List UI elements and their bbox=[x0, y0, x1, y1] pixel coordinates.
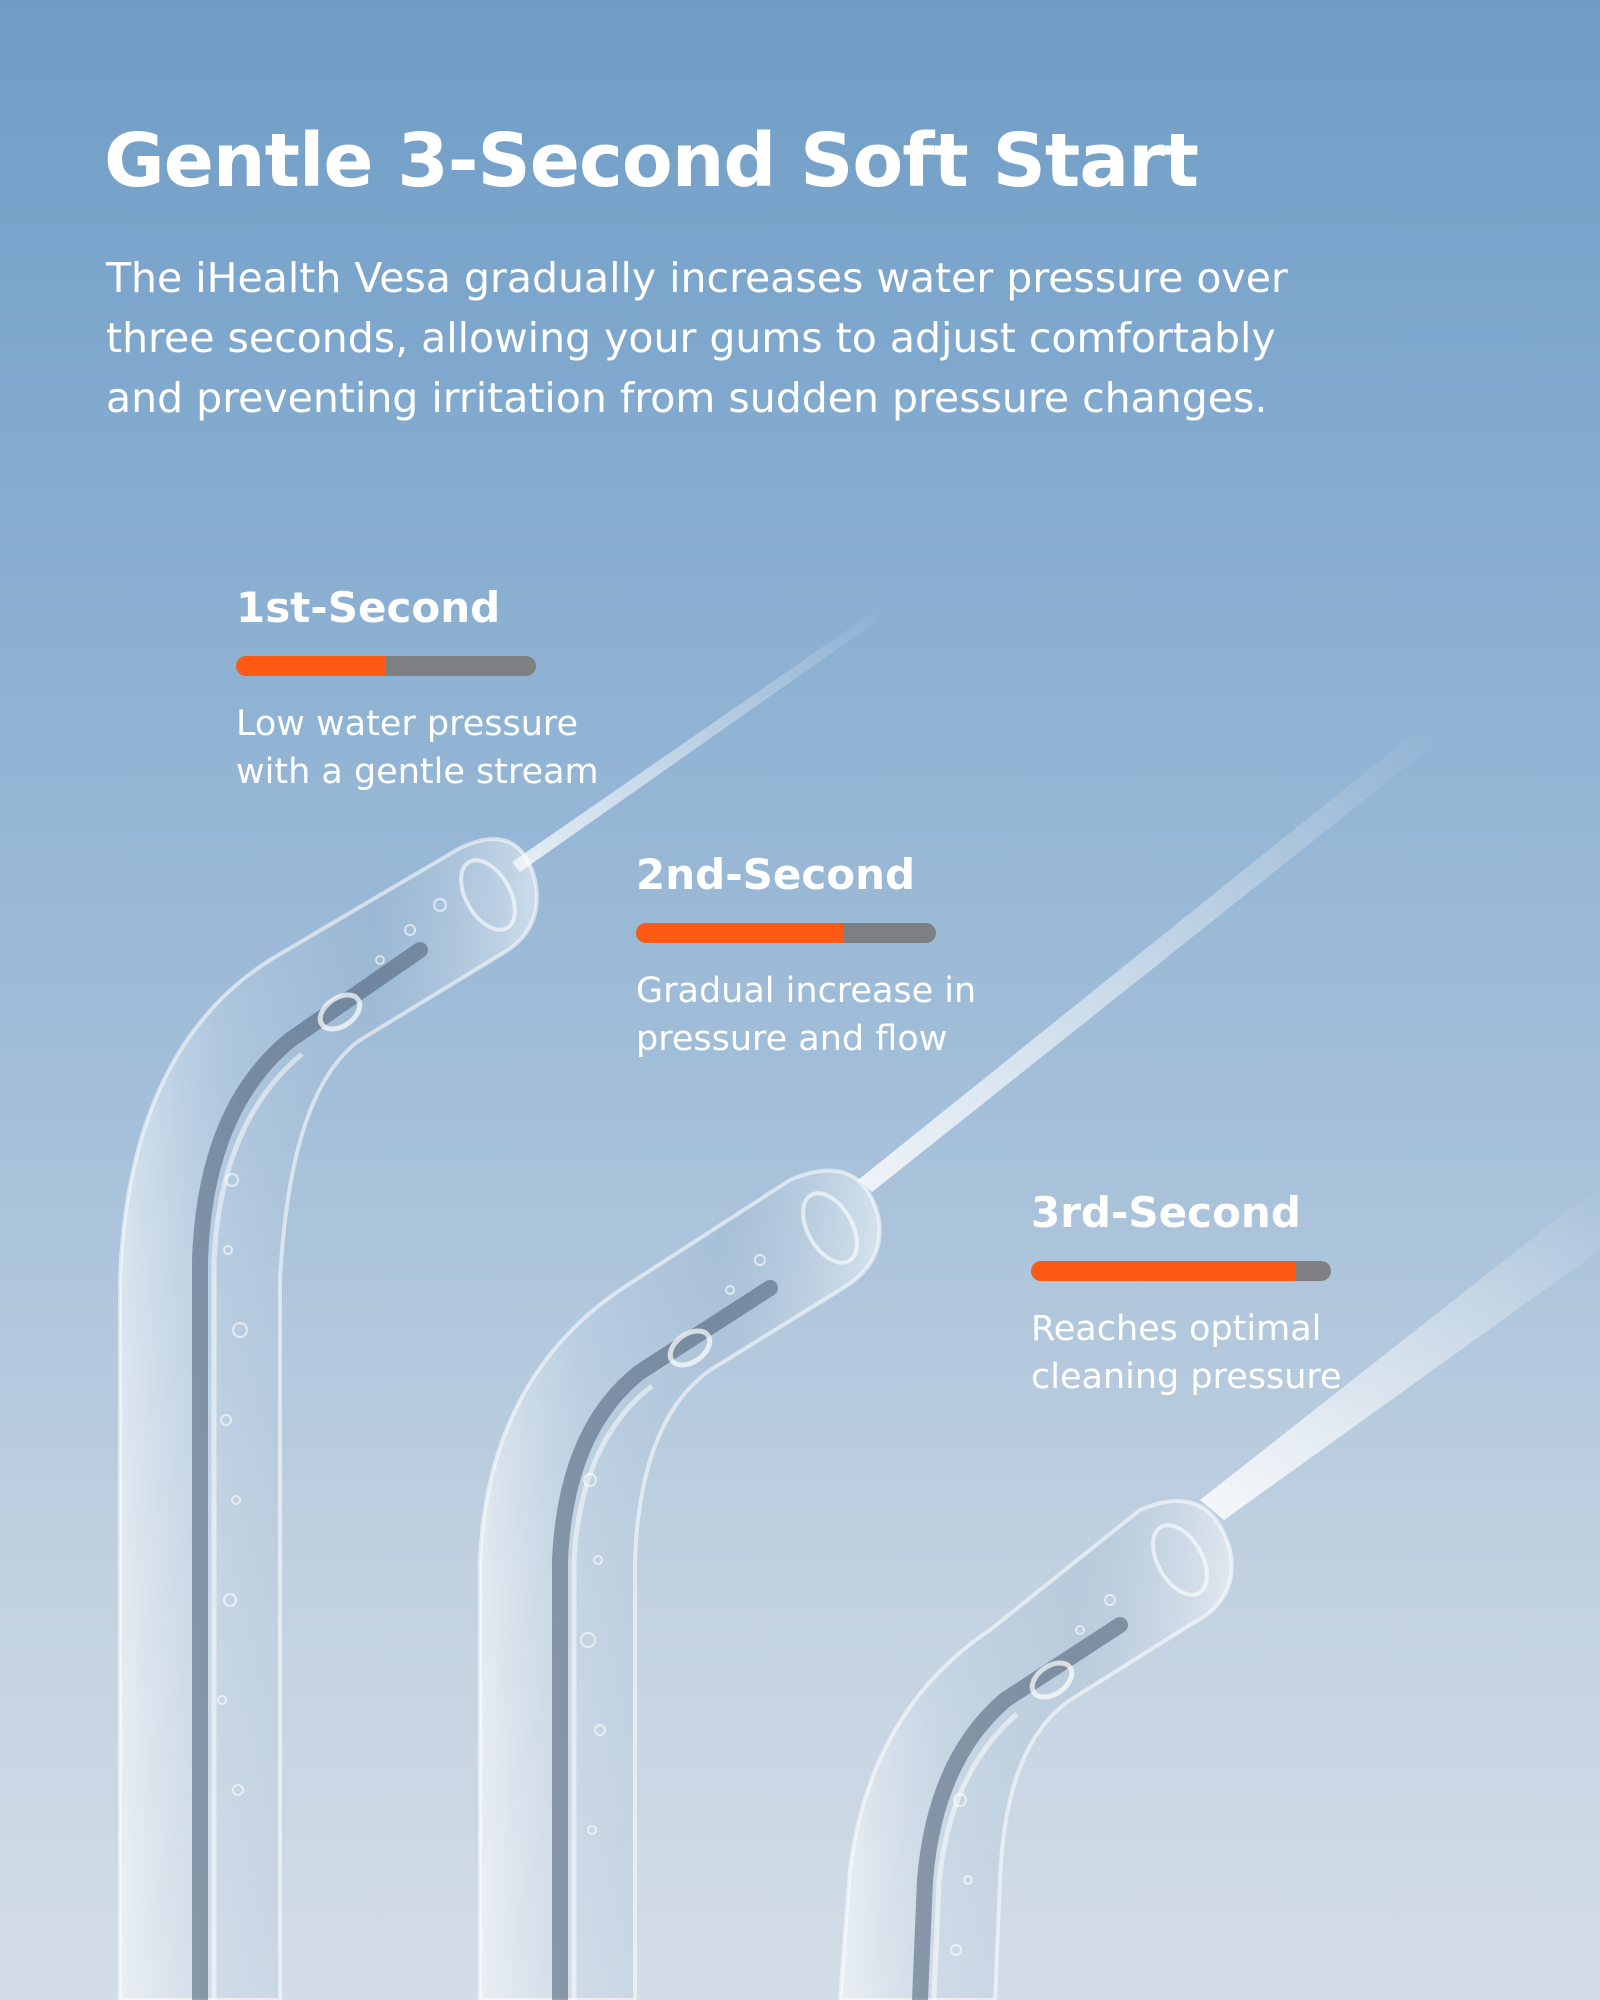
pressure-bar-fill bbox=[636, 923, 843, 943]
stage-description: Reaches optimal cleaning pressure bbox=[1031, 1305, 1451, 1401]
stage-first-second: 1st-Second Low water pressure with a gen… bbox=[236, 583, 656, 796]
pressure-bar bbox=[636, 923, 936, 943]
stage-title: 3rd-Second bbox=[1031, 1188, 1301, 1237]
stage-description: Low water pressure with a gentle stream bbox=[236, 700, 656, 796]
page-title: Gentle 3-Second Soft Start bbox=[104, 118, 1199, 204]
stage-second-second: 2nd-Second Gradual increase in pressure … bbox=[636, 850, 1056, 1063]
stage-title: 1st-Second bbox=[236, 583, 501, 632]
intro-line: and preventing irritation from sudden pr… bbox=[106, 374, 1268, 422]
stage-description-line: Reaches optimal bbox=[1031, 1309, 1322, 1349]
stage-title: 2nd-Second bbox=[636, 850, 916, 899]
intro-paragraph: The iHealth Vesa gradually increases wat… bbox=[106, 248, 1406, 428]
nozzle-tip-1 bbox=[118, 837, 539, 2000]
water-stream-3 bbox=[1200, 1185, 1600, 1520]
nozzle-tip-3 bbox=[837, 1499, 1234, 2000]
stage-description-line: pressure and flow bbox=[636, 1019, 948, 1059]
pressure-bar-fill bbox=[1031, 1261, 1295, 1281]
pressure-bar-fill bbox=[236, 656, 386, 676]
water-stream-2 bbox=[858, 730, 1440, 1192]
intro-line: The iHealth Vesa gradually increases wat… bbox=[106, 254, 1288, 302]
intro-line: three seconds, allowing your gums to adj… bbox=[106, 314, 1276, 362]
pressure-bar bbox=[1031, 1261, 1331, 1281]
nozzle-tip-2 bbox=[478, 1168, 882, 2000]
stage-description: Gradual increase in pressure and flow bbox=[636, 967, 1056, 1063]
stage-description-line: Low water pressure bbox=[236, 704, 579, 744]
water-stream-1 bbox=[512, 606, 890, 872]
stage-description-line: Gradual increase in bbox=[636, 971, 977, 1011]
water-bubbles bbox=[217, 898, 1116, 1956]
pressure-bar bbox=[236, 656, 536, 676]
stage-third-second: 3rd-Second Reaches optimal cleaning pres… bbox=[1031, 1188, 1451, 1401]
stage-description-line: cleaning pressure bbox=[1031, 1357, 1342, 1397]
stage-description-line: with a gentle stream bbox=[236, 752, 599, 792]
